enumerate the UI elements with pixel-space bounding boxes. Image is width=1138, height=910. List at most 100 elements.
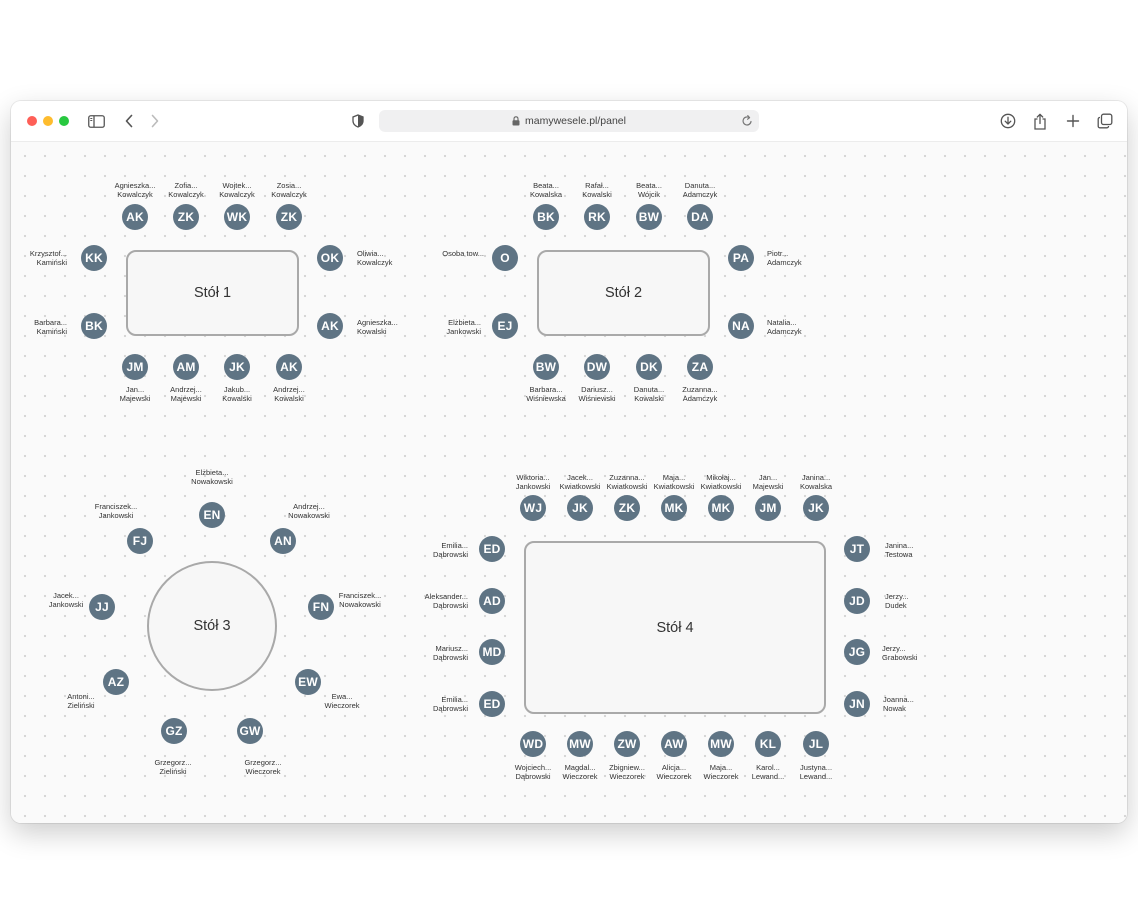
guest-name-label: Antoni...Zieliński (41, 692, 121, 710)
guest-seat[interactable]: FJ (127, 528, 153, 554)
guest-seat[interactable]: JK (567, 495, 593, 521)
new-tab-icon[interactable] (1063, 111, 1083, 131)
guest-last-name: Kamiński (36, 257, 67, 267)
guest-last-name: Kowalski (634, 393, 664, 403)
share-icon[interactable] (1030, 111, 1050, 131)
guest-seat[interactable]: JM (122, 354, 148, 380)
table-stol-2[interactable]: Stół 2 (537, 250, 710, 336)
guest-name-label: Elżbieta...Jankowski (401, 318, 481, 336)
guest-seat[interactable]: DW (584, 354, 610, 380)
guest-seat[interactable]: AW (661, 731, 687, 757)
guest-first-name: Barbara... (529, 385, 563, 394)
seating-canvas[interactable]: Stół 1 Stół 2 Stół 3 Stół 4 AK Agnieszka.… (11, 142, 1127, 823)
guest-seat[interactable]: BW (636, 204, 662, 230)
guest-seat[interactable]: JT (844, 536, 870, 562)
close-window-button[interactable] (27, 116, 37, 126)
guest-seat[interactable]: KL (755, 731, 781, 757)
guest-seat[interactable]: JK (224, 354, 250, 380)
guest-seat[interactable]: BK (533, 204, 559, 230)
tab-overview-icon[interactable] (1095, 111, 1115, 131)
guest-seat[interactable]: ZK (276, 204, 302, 230)
guest-name-label: Maja...Kwiatkowski (634, 473, 714, 491)
guest-seat[interactable]: DA (687, 204, 713, 230)
guest-first-name: Wojtek... (222, 181, 252, 190)
sidebar-toggle-icon[interactable] (86, 111, 106, 131)
guest-seat[interactable]: AK (317, 313, 343, 339)
guest-seat[interactable]: MK (708, 495, 734, 521)
guest-seat[interactable]: EW (295, 669, 321, 695)
guest-seat[interactable]: PA (728, 245, 754, 271)
minimize-window-button[interactable] (43, 116, 53, 126)
guest-seat[interactable]: KK (81, 245, 107, 271)
guest-seat[interactable]: OK (317, 245, 343, 271)
guest-first-name: Andrzej... (170, 385, 202, 394)
guest-first-name: Franciszek... (338, 591, 382, 600)
guest-first-name: Grzegorz... (244, 758, 282, 767)
guest-seat[interactable]: WD (520, 731, 546, 757)
guest-seat[interactable]: JJ (89, 594, 115, 620)
table-stol-4[interactable]: Stół 4 (524, 541, 826, 714)
guest-seat[interactable]: JG (844, 639, 870, 665)
guest-seat[interactable]: ED (479, 691, 505, 717)
guest-seat[interactable]: EJ (492, 313, 518, 339)
guest-seat[interactable]: ZK (173, 204, 199, 230)
guest-first-name: Aleksander... (424, 592, 468, 601)
guest-seat[interactable]: EN (199, 502, 225, 528)
back-icon[interactable] (119, 111, 139, 131)
table-stol-3[interactable]: Stół 3 (147, 561, 277, 691)
guest-seat[interactable]: AN (270, 528, 296, 554)
zoom-window-button[interactable] (59, 116, 69, 126)
guest-name-label: Karol...Lewand... (728, 763, 808, 781)
guest-seat[interactable]: JN (844, 691, 870, 717)
guest-name-label: Zuzanna...Kwiatkowski (587, 473, 667, 491)
guest-seat[interactable]: AD (479, 588, 505, 614)
guest-seat[interactable]: RK (584, 204, 610, 230)
guest-last-name: Dąbrowski (432, 703, 468, 713)
guest-last-name: Testowa (885, 549, 913, 559)
guest-seat[interactable]: JK (803, 495, 829, 521)
guest-seat[interactable]: BK (81, 313, 107, 339)
table-stol-1[interactable]: Stół 1 (126, 250, 299, 336)
guest-seat[interactable]: FN (308, 594, 334, 620)
guest-seat[interactable]: AZ (103, 669, 129, 695)
guest-seat[interactable]: ZK (614, 495, 640, 521)
guest-seat[interactable]: O (492, 245, 518, 271)
guest-last-name: Adamczyk (767, 257, 802, 267)
forward-icon[interactable] (145, 111, 165, 131)
guest-last-name: Dąbrowski (515, 771, 551, 781)
guest-seat[interactable]: JD (844, 588, 870, 614)
guest-seat[interactable]: JM (755, 495, 781, 521)
guest-seat[interactable]: MD (479, 639, 505, 665)
guest-seat[interactable]: MW (567, 731, 593, 757)
guest-seat[interactable]: ZA (687, 354, 713, 380)
guest-seat[interactable]: MK (661, 495, 687, 521)
guest-seat[interactable]: AM (173, 354, 199, 380)
guest-seat[interactable]: WK (224, 204, 250, 230)
guest-first-name: Joanna... (883, 695, 914, 704)
guest-first-name: Agnieszka... (357, 318, 398, 327)
guest-name-label: Emilia...Dąbrowski (388, 695, 468, 713)
guest-last-name: Kamiński (36, 326, 67, 336)
guest-seat[interactable]: DK (636, 354, 662, 380)
guest-seat[interactable]: WJ (520, 495, 546, 521)
guest-seat[interactable]: NA (728, 313, 754, 339)
download-icon[interactable] (998, 111, 1018, 131)
guest-seat[interactable]: BW (533, 354, 559, 380)
guest-first-name: Agnieszka... (114, 181, 156, 190)
guest-last-name: Wieczorek (245, 766, 281, 776)
guest-last-name: Kowalczyk (271, 189, 307, 199)
guest-seat[interactable]: GW (237, 718, 263, 744)
address-bar[interactable]: mamywesele.pl/panel (379, 110, 759, 132)
guest-seat[interactable]: AK (276, 354, 302, 380)
guest-first-name: Grzegorz... (154, 758, 192, 767)
reload-icon[interactable] (741, 114, 753, 130)
guest-seat[interactable]: ED (479, 536, 505, 562)
table-name: Stół 2 (604, 285, 643, 301)
privacy-shield-icon[interactable] (348, 111, 368, 131)
guest-seat[interactable]: GZ (161, 718, 187, 744)
guest-seat[interactable]: JL (803, 731, 829, 757)
guest-seat[interactable]: ZW (614, 731, 640, 757)
guest-name-label: Janina...Kowalska (776, 473, 856, 491)
guest-seat[interactable]: MW (708, 731, 734, 757)
guest-seat[interactable]: AK (122, 204, 148, 230)
